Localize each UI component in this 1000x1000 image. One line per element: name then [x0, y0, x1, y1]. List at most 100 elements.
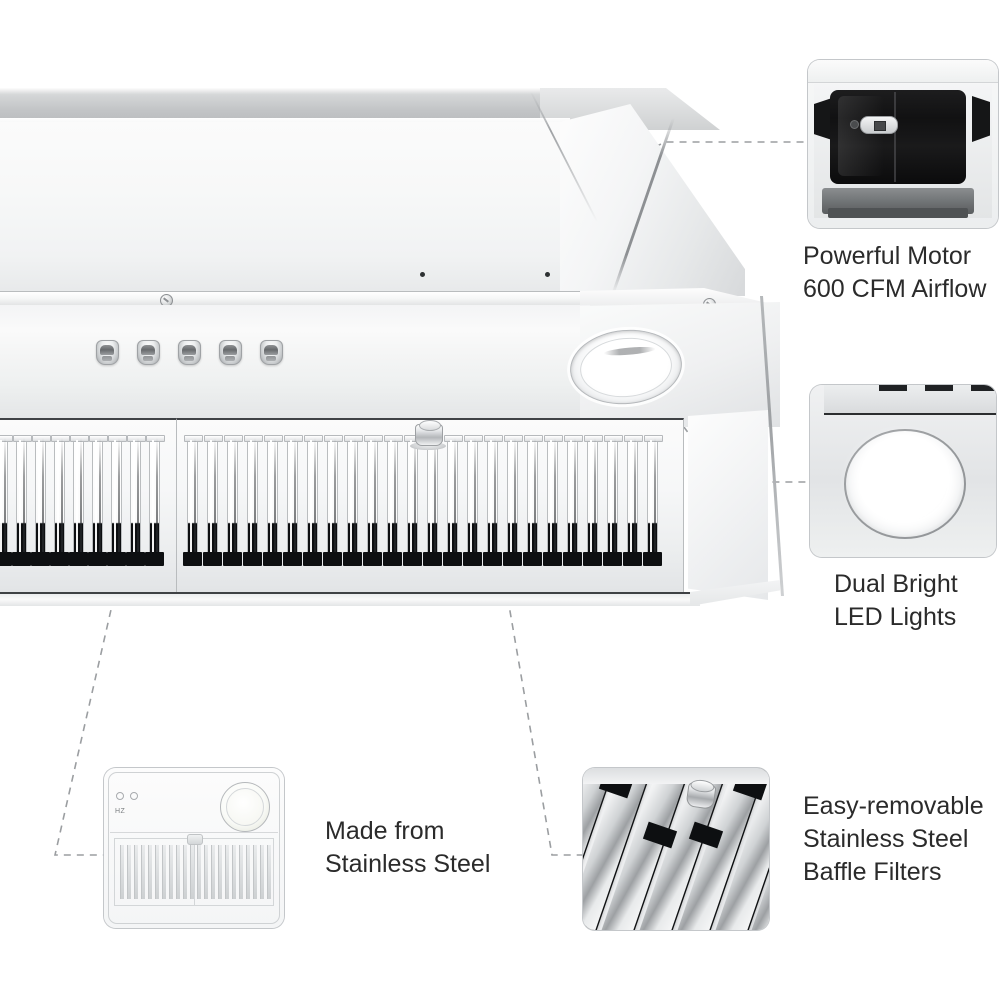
slot-shadow: [494, 438, 496, 566]
stainless-thumbnail: HZ: [104, 768, 284, 928]
slot-shadow: [614, 438, 616, 566]
slot-top-cap: [284, 435, 303, 442]
slot-shadow: [214, 438, 216, 566]
stainless-slot-8: [169, 845, 173, 899]
motor-housing-top: [808, 60, 998, 83]
speed-2-button[interactable]: [219, 340, 242, 365]
slot-shadow: [414, 438, 416, 566]
slot-top-cap: [584, 435, 603, 442]
left-filter-slot-2: [12, 435, 32, 566]
slot-highlight: [0, 440, 2, 558]
baffle-filter-panel-right[interactable]: [176, 418, 684, 594]
slot-highlight: [230, 440, 232, 558]
slot-bottom-cap: [603, 552, 622, 566]
slot-shadow: [314, 438, 316, 566]
slot-highlight: [650, 440, 652, 558]
slot-highlight: [530, 440, 532, 558]
slot-highlight: [550, 440, 552, 558]
stainless-slot-10: [183, 845, 187, 899]
stainless-slot-9: [176, 845, 180, 899]
led-slot-2: [925, 385, 953, 391]
slot-highlight: [57, 440, 59, 558]
light-button[interactable]: [137, 340, 160, 365]
speed-1-button[interactable]: [178, 340, 201, 365]
power-button[interactable]: [96, 340, 119, 365]
slot-shadow: [137, 438, 139, 566]
baffle-filter-assembly: [0, 418, 690, 594]
right-filter-slot-9: [343, 435, 363, 566]
slot-bottom-cap: [343, 552, 362, 566]
right-filter-slot-2: [203, 435, 223, 566]
slot-bottom-cap: [403, 552, 422, 566]
slot-highlight: [270, 440, 272, 558]
right-filter-slot-1: [183, 435, 203, 566]
slot-shadow: [394, 438, 396, 566]
slot-top-cap: [51, 435, 70, 442]
led-thumbnail: [810, 385, 996, 557]
right-filter-slot-13: [423, 435, 443, 566]
led-slot-1: [879, 385, 907, 391]
led-caption: Dual Bright LED Lights: [834, 570, 958, 631]
slot-shadow: [354, 438, 356, 566]
motor-blower-drum: [830, 90, 966, 184]
motor-bracket-left: [814, 98, 832, 140]
stainless-slot-15: [218, 845, 222, 899]
slot-shadow: [594, 438, 596, 566]
slot-shadow: [99, 438, 101, 566]
motor-screw: [850, 120, 859, 129]
slot-shadow: [434, 438, 436, 566]
stainless-slot-19: [246, 845, 250, 899]
slot-highlight: [450, 440, 452, 558]
speed-3-button[interactable]: [260, 340, 283, 365]
right-filter-slot-17: [503, 435, 523, 566]
hood-canopy-face: [0, 122, 575, 295]
slot-top-cap: [624, 435, 643, 442]
slot-highlight: [152, 440, 154, 558]
slot-top-cap: [127, 435, 146, 442]
slot-shadow: [574, 438, 576, 566]
slot-highlight: [76, 440, 78, 558]
slot-bottom-cap: [283, 552, 302, 566]
slot-highlight: [114, 440, 116, 558]
stainless-hood-upper: [110, 774, 278, 833]
hood-led-reflection: [603, 345, 656, 357]
slot-highlight: [310, 440, 312, 558]
hood-top-highlight: [0, 118, 570, 125]
slot-highlight: [350, 440, 352, 558]
slot-bottom-cap: [145, 552, 164, 566]
right-filter-slot-3: [223, 435, 243, 566]
slot-highlight: [390, 440, 392, 558]
slot-shadow: [118, 438, 120, 566]
right-filter-slot-16: [483, 435, 503, 566]
slot-top-cap: [264, 435, 283, 442]
left-filter-slot-3: [31, 435, 51, 566]
slot-highlight: [95, 440, 97, 558]
slot-bottom-cap: [623, 552, 642, 566]
right-filter-slot-5: [263, 435, 283, 566]
slot-bottom-cap: [323, 552, 342, 566]
slot-shadow: [634, 438, 636, 566]
slot-shadow: [156, 438, 158, 566]
slot-top-cap: [564, 435, 583, 442]
led-housing-slots: [879, 385, 996, 391]
slot-highlight: [410, 440, 412, 558]
left-filter-slot-7: [107, 435, 127, 566]
left-filter-slot-1: [0, 435, 13, 566]
slot-shadow: [534, 438, 536, 566]
control-panel-buttons[interactable]: [96, 340, 283, 365]
stainless-hood-outline: [108, 772, 280, 924]
filter-release-knob[interactable]: [415, 420, 443, 446]
slot-top-cap: [244, 435, 263, 442]
slot-top-cap: [108, 435, 127, 442]
led-slot-3: [971, 385, 996, 391]
motor-connector-icon: [874, 121, 886, 131]
stainless-lamp: [220, 782, 270, 832]
stainless-slot-11: [190, 845, 194, 899]
baffle-caption: Easy-removable Stainless Steel Baffle Fi…: [803, 792, 984, 886]
slot-shadow: [42, 438, 44, 566]
baffle-filter-panel-left[interactable]: [0, 418, 177, 594]
slot-shadow: [194, 438, 196, 566]
right-filter-slot-11: [383, 435, 403, 566]
led-bezel: [844, 429, 966, 539]
slot-shadow: [61, 438, 63, 566]
